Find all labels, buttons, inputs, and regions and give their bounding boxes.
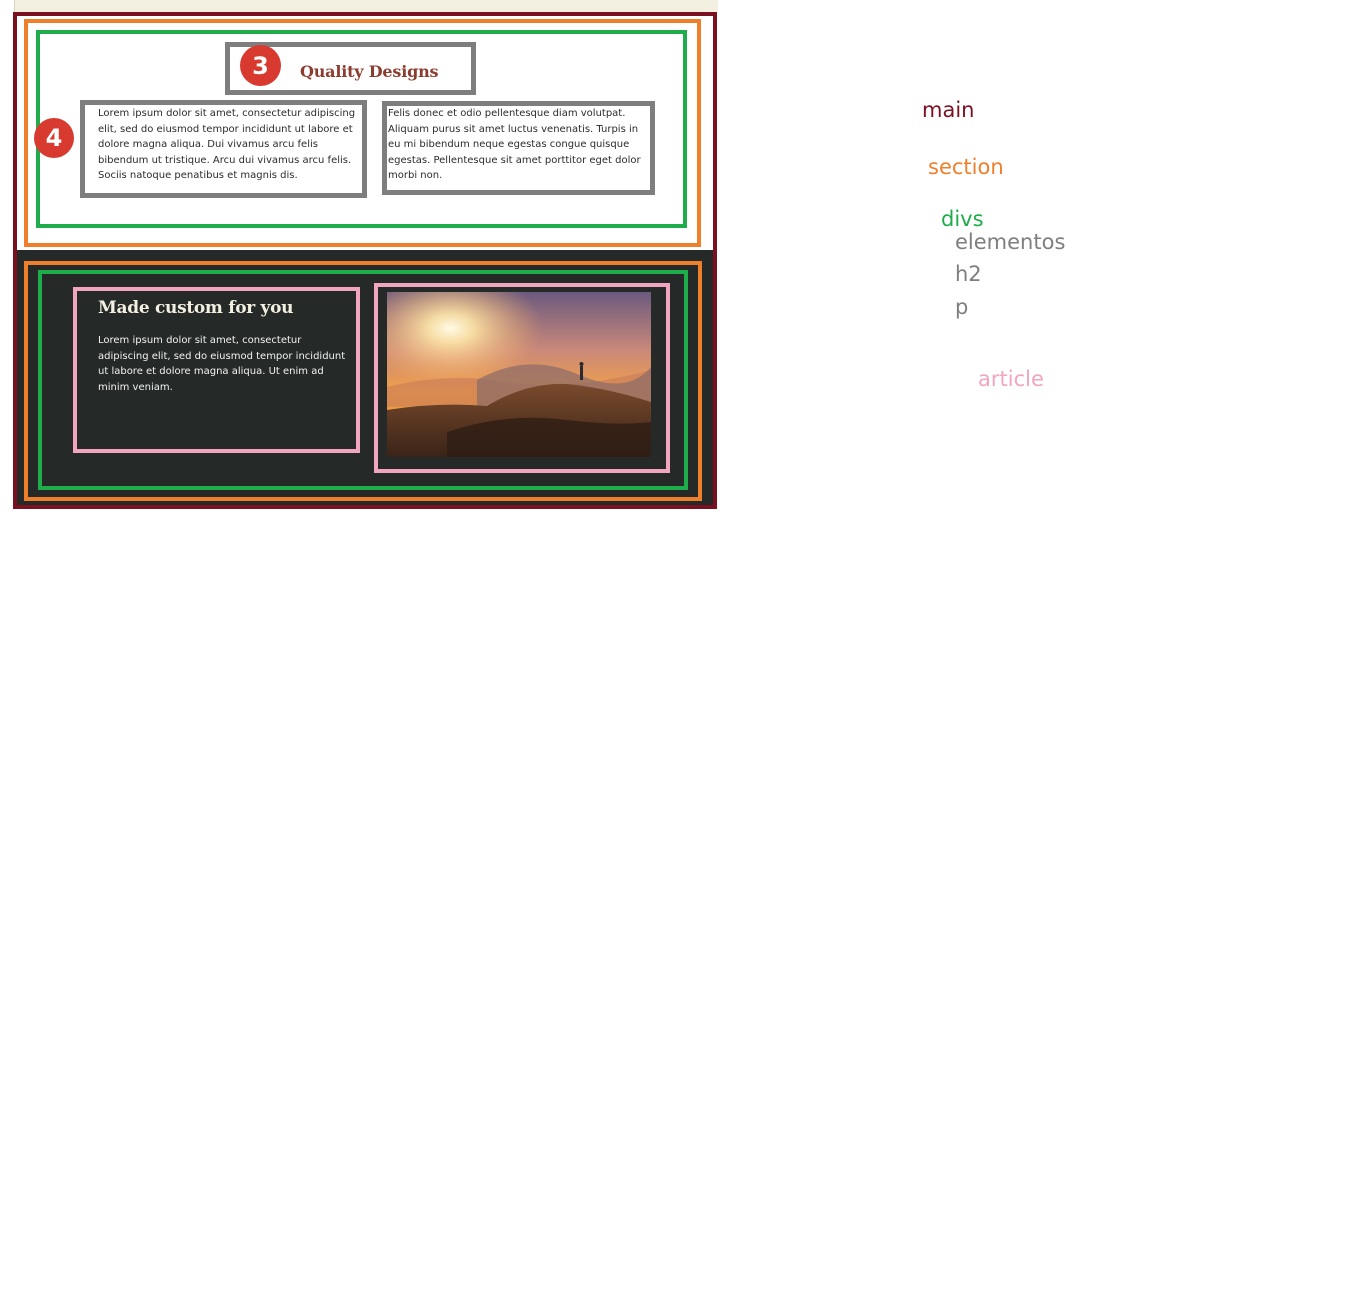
legend-p: p xyxy=(955,295,969,319)
article-text-outline xyxy=(73,287,360,453)
section-quality-outline xyxy=(24,19,701,247)
page-header-strip xyxy=(14,0,718,12)
p-right-outline xyxy=(382,101,655,195)
custom-paragraph: Lorem ipsum dolor sit amet, consectetur … xyxy=(98,335,346,393)
legend-main: main xyxy=(922,98,975,122)
step-badge-4: 4 xyxy=(34,118,74,158)
quality-paragraph-left: Lorem ipsum dolor sit amet, consectetur … xyxy=(98,108,356,181)
p-left-outline xyxy=(80,100,367,198)
article-image-outline xyxy=(374,283,670,473)
h2-quality-outline xyxy=(225,42,476,95)
sunset-mountain-photo xyxy=(387,292,651,457)
div-custom-outline xyxy=(38,270,688,490)
legend-h2: h2 xyxy=(955,262,982,286)
quality-paragraph-right: Felis donec et odio pellentesque diam vo… xyxy=(388,108,641,181)
legend-divs: divs xyxy=(941,207,984,231)
section-custom-outline xyxy=(24,261,702,501)
quality-designs-heading: Quality Designs xyxy=(300,62,439,81)
legend-section: section xyxy=(928,155,1004,179)
made-custom-heading: Made custom for you xyxy=(98,298,294,318)
legend-article: article xyxy=(978,367,1044,391)
legend-elementos: elementos xyxy=(955,230,1066,254)
step-badge-3: 3 xyxy=(240,45,281,86)
